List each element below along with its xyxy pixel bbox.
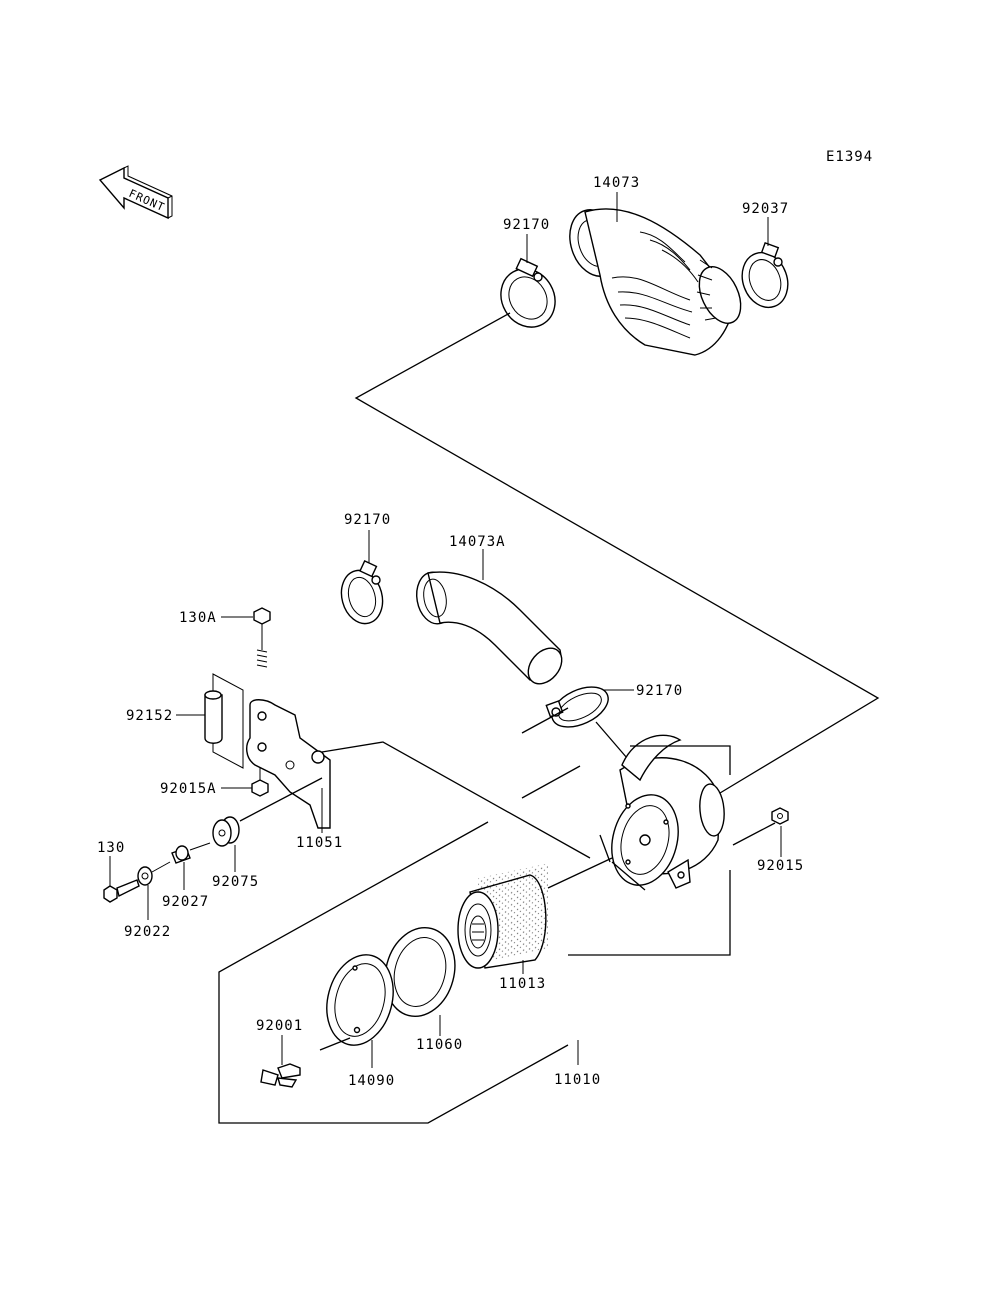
bracket-line-right — [568, 870, 731, 956]
washer-92022 — [137, 866, 153, 886]
bracket-line-top — [630, 745, 731, 775]
connector-upper — [354, 312, 880, 794]
dash-line-4 — [611, 861, 646, 891]
bracket-11051 — [246, 699, 331, 829]
dash-line-2 — [521, 765, 581, 799]
label-130: 130 — [97, 840, 125, 856]
label-11010: 11010 — [554, 1072, 601, 1088]
label-92022: 92022 — [124, 924, 171, 940]
dash-line-3 — [599, 834, 611, 863]
clamp-92170-top — [500, 257, 556, 328]
label-11060: 11060 — [416, 1037, 463, 1053]
connector-11013 — [547, 857, 613, 889]
label-92001: 92001 — [256, 1018, 303, 1034]
collar-92027 — [171, 845, 191, 864]
nut-92015 — [771, 807, 789, 825]
label-92015: 92015 — [757, 858, 804, 874]
label-92075: 92075 — [212, 874, 259, 890]
bolt-130A — [253, 607, 271, 668]
clamp-92170-right — [545, 686, 609, 728]
cover-14090 — [326, 954, 394, 1046]
wing-bolt-92001 — [260, 1063, 301, 1088]
label-11013: 11013 — [499, 976, 546, 992]
dash-92027 — [189, 842, 211, 851]
clamp-92037 — [741, 242, 789, 309]
dash-line-1 — [521, 707, 569, 734]
clamp-92170-mid — [340, 560, 384, 625]
label-14073: 14073 — [593, 175, 640, 191]
bolt-130 — [103, 879, 140, 903]
grommet-92075 — [212, 816, 240, 847]
front-arrow-icon: FRONT — [98, 165, 173, 220]
connector-92001 — [319, 1037, 351, 1051]
duct-14073 — [569, 208, 742, 356]
diagram-code: E1394 — [826, 149, 873, 165]
label-14073A: 14073A — [449, 534, 506, 550]
label-130A: 130A — [179, 610, 217, 626]
connector-bracket — [321, 741, 591, 859]
label-14090: 14090 — [348, 1073, 395, 1089]
label-92170-right: 92170 — [636, 683, 683, 699]
connector-92015 — [732, 822, 776, 846]
collar-92152 — [204, 673, 244, 769]
label-92027: 92027 — [162, 894, 209, 910]
label-92170-mid: 92170 — [344, 512, 391, 528]
label-92152: 92152 — [126, 708, 173, 724]
label-92170-top: 92170 — [503, 217, 550, 233]
label-92015A: 92015A — [160, 781, 217, 797]
gasket-11060 — [384, 926, 456, 1018]
frame-11010 — [218, 821, 569, 1124]
pipe-14073A — [416, 571, 563, 685]
dash-92022 — [151, 861, 171, 873]
connector-clamp-housing — [595, 721, 628, 759]
label-11051: 11051 — [296, 835, 343, 851]
label-92037: 92037 — [742, 201, 789, 217]
connector-92075 — [239, 777, 323, 822]
nut-92015A — [251, 768, 269, 797]
filter-element-11013 — [457, 863, 548, 969]
